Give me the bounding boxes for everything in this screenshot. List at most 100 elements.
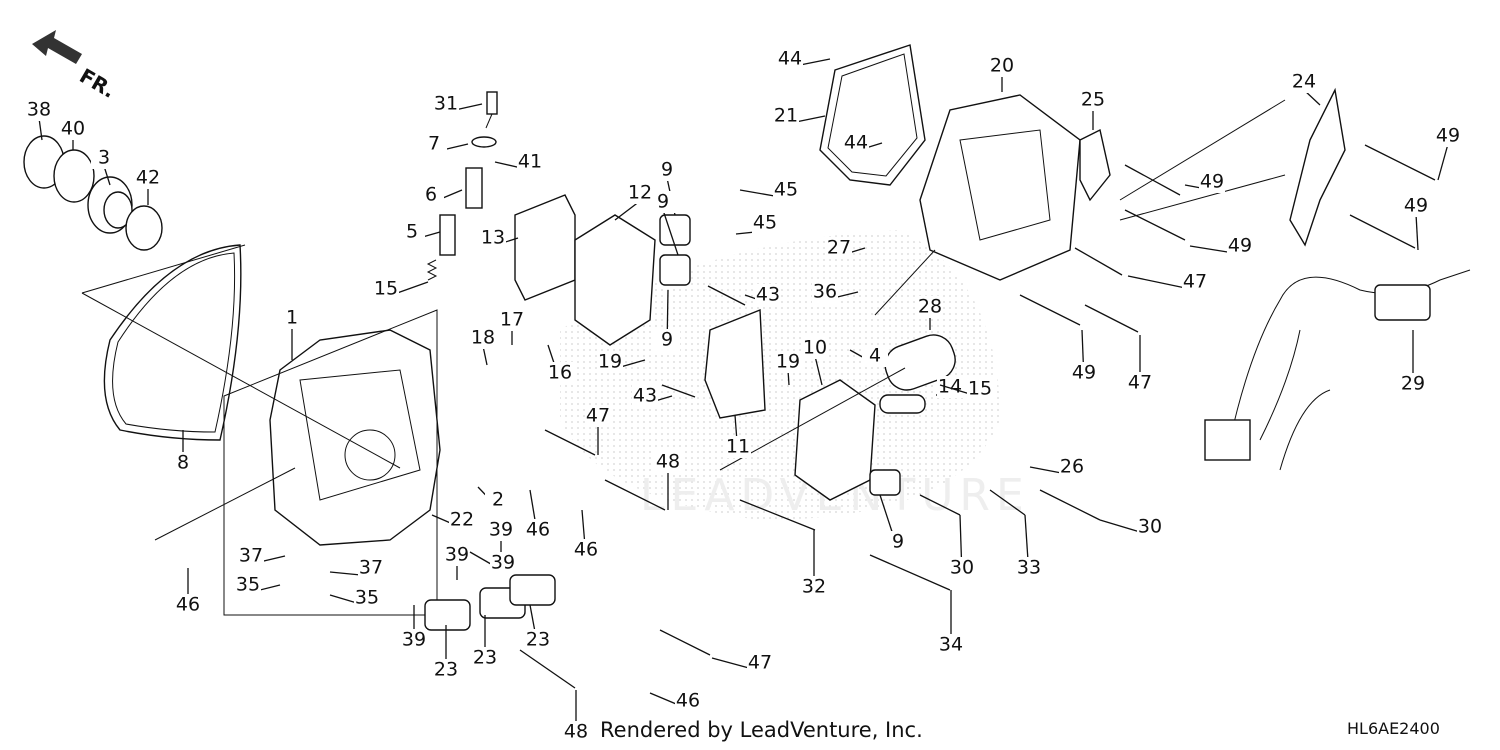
callout-number: 5 <box>406 221 418 243</box>
callout-number: 9 <box>657 191 669 213</box>
callout-48: 48 <box>563 690 589 743</box>
callout-background <box>937 376 963 398</box>
callout-number: 28 <box>918 296 942 318</box>
callout-number: 18 <box>471 327 495 349</box>
callout-41: 41 <box>494 151 543 173</box>
callout-3: 3 <box>91 147 117 186</box>
callout-number: 30 <box>950 557 974 579</box>
callout-31: 31 <box>433 93 483 115</box>
callout-38: 38 <box>26 99 52 141</box>
callout-background <box>752 212 778 234</box>
callout-number: 29 <box>1401 373 1425 395</box>
callout-number: 47 <box>586 405 610 427</box>
callout-number: 39 <box>402 629 426 651</box>
callout-number: 23 <box>434 659 458 681</box>
callout-21: 21 <box>773 105 826 127</box>
callout-background <box>525 519 551 541</box>
callout-background <box>1182 271 1208 293</box>
valve-stack <box>426 91 498 281</box>
callout-background <box>547 362 573 384</box>
callout-background <box>91 147 117 169</box>
callout-20: 20 <box>989 55 1015 92</box>
callout-29: 29 <box>1400 330 1426 395</box>
callout-background <box>401 629 427 651</box>
callout-9: 9 <box>879 494 911 553</box>
callout-background <box>1137 516 1163 538</box>
callout-24: 24 <box>1291 71 1321 106</box>
solenoid-upper <box>659 214 691 286</box>
callout-background <box>354 587 380 609</box>
callout-9: 9 <box>654 289 680 351</box>
callout-background <box>1016 557 1042 579</box>
callout-background <box>775 351 801 373</box>
callout-background <box>1059 456 1085 478</box>
callout-number: 44 <box>844 132 868 154</box>
callout-background <box>802 337 828 359</box>
callout-background <box>480 227 506 249</box>
callout-47: 47 <box>1127 271 1208 293</box>
callout-leader-line <box>814 355 823 386</box>
callout-number: 37 <box>359 557 383 579</box>
callout-33: 33 <box>1016 514 1042 579</box>
callout-background <box>449 509 475 531</box>
callout-number: 26 <box>1060 456 1084 478</box>
callout-number: 41 <box>518 151 542 173</box>
callout-number: 30 <box>1138 516 1162 538</box>
callout-18: 18 <box>470 327 496 366</box>
callout-number: 19 <box>598 351 622 373</box>
callout-39: 39 <box>488 519 514 565</box>
callout-background <box>1080 89 1106 111</box>
callout-background <box>399 221 425 243</box>
callout-23: 23 <box>472 615 498 669</box>
callout-background <box>1127 372 1153 394</box>
callout-leader-line <box>38 117 43 141</box>
callout-background <box>654 159 680 181</box>
callout-number: 49 <box>1404 195 1428 217</box>
callout-number: 16 <box>548 362 572 384</box>
callout-background <box>967 378 993 400</box>
callout-number: 42 <box>136 167 160 189</box>
callout-background <box>1403 195 1429 217</box>
callout-47: 47 <box>711 652 773 674</box>
callout-39: 39 <box>469 551 516 574</box>
callout-number: 27 <box>827 237 851 259</box>
callout-number: 35 <box>236 574 260 596</box>
callout-39: 39 <box>444 544 470 580</box>
callout-number: 34 <box>939 634 963 656</box>
callout-background <box>485 489 511 511</box>
callout-background <box>725 436 751 458</box>
callout-number: 31 <box>434 93 458 115</box>
transmission-case-1 <box>269 329 441 546</box>
callout-number: 23 <box>473 647 497 669</box>
callout-40: 40 <box>60 118 86 150</box>
callout-37: 37 <box>329 557 384 579</box>
callout-background <box>26 99 52 121</box>
callout-number: 44 <box>778 48 802 70</box>
callout-background <box>358 557 384 579</box>
callout-number: 48 <box>656 451 680 473</box>
callout-background <box>812 281 838 303</box>
callout-35: 35 <box>329 587 380 609</box>
callout-23: 23 <box>525 604 551 651</box>
bracket-25 <box>1079 128 1111 202</box>
callout-background <box>885 531 911 553</box>
callout-43: 43 <box>632 385 673 407</box>
callout-47: 47 <box>585 405 611 455</box>
callout-background <box>1071 362 1097 384</box>
callout-background <box>843 132 869 154</box>
callout-leader-line <box>1437 143 1449 181</box>
callout-46: 46 <box>573 509 599 561</box>
separator-plate-11 <box>704 308 766 419</box>
callout-background <box>1435 125 1461 147</box>
callout-background <box>421 133 447 155</box>
callout-number: 48 <box>564 721 588 743</box>
callout-background <box>563 721 589 743</box>
callout-number: 39 <box>445 544 469 566</box>
bolts <box>519 144 1436 689</box>
callout-34: 34 <box>938 590 964 656</box>
callout-background <box>826 237 852 259</box>
callout-number: 35 <box>355 587 379 609</box>
callout-number: 43 <box>756 284 780 306</box>
callout-22: 22 <box>431 509 475 531</box>
callout-number: 33 <box>1017 557 1041 579</box>
